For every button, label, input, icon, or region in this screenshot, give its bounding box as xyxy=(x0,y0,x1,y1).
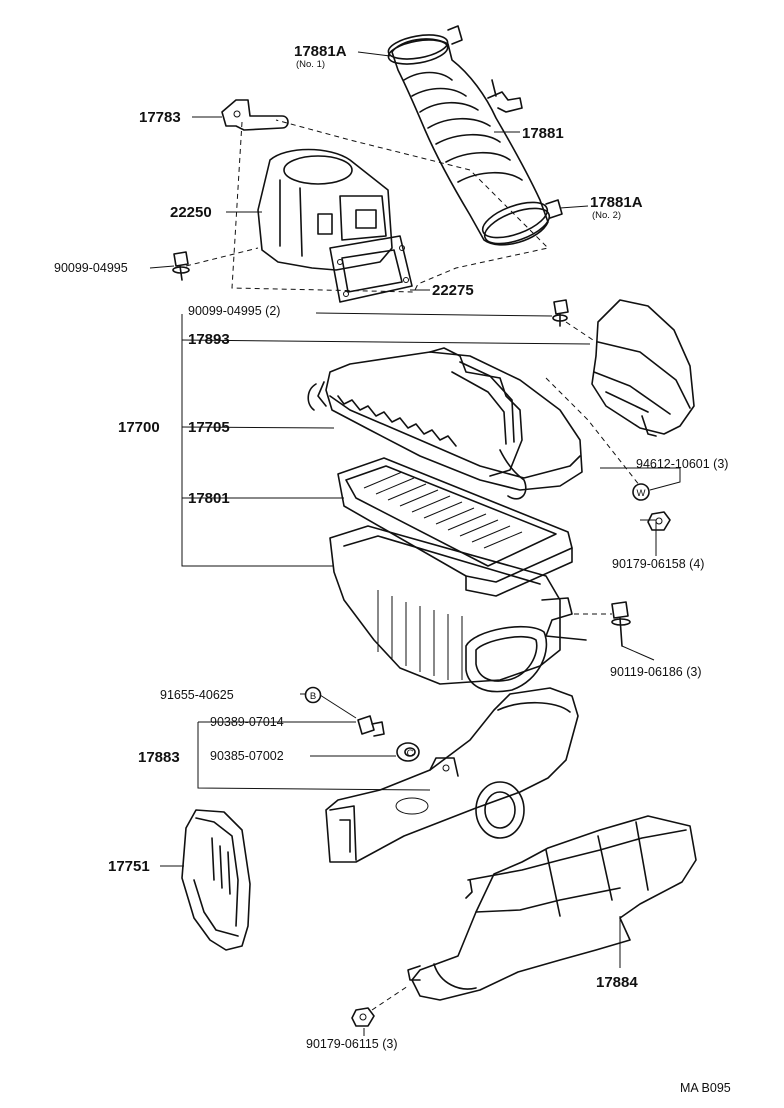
symbol-w: W xyxy=(637,488,646,499)
nut-90179-06158 xyxy=(647,511,671,531)
label-17801: 17801 xyxy=(188,490,230,507)
assembly-outline-meter xyxy=(231,119,550,293)
air-cleaner-cap-17705 xyxy=(307,347,583,500)
resonator-17884 xyxy=(407,815,697,1001)
label-17881A-no2: 17881A xyxy=(590,194,643,211)
label-91655-40625: 91655-40625 xyxy=(160,688,234,702)
label-17881: 17881 xyxy=(522,125,564,142)
duct-17751 xyxy=(181,809,251,951)
label-17883: 17883 xyxy=(138,749,180,766)
label-90119-06186: 90119-06186 (3) xyxy=(610,665,702,679)
air-flow-meter-22250 xyxy=(257,148,393,271)
grommet-90385-07002 xyxy=(396,742,420,762)
symbol-b-circle: B xyxy=(304,686,322,704)
label-17705: 17705 xyxy=(188,419,230,436)
clamp-17881A-no1 xyxy=(387,25,463,65)
inlet-duct xyxy=(325,687,579,863)
label-90179-06158: 90179-06158 (4) xyxy=(612,557,704,571)
air-cleaner-element-17801 xyxy=(337,457,573,597)
nut-90179-06115 xyxy=(351,1007,375,1027)
label-90385-07002: 90385-07002 xyxy=(210,749,284,763)
label-94612-10601: 94612-10601 (3) xyxy=(636,457,728,471)
note-no1: (No. 1) xyxy=(296,59,325,70)
label-17893: 17893 xyxy=(188,331,230,348)
label-17783: 17783 xyxy=(139,109,181,126)
label-17884: 17884 xyxy=(596,974,638,991)
washer-94612-10601: W xyxy=(632,483,650,501)
bolt-90099-04995-side xyxy=(552,299,569,327)
diagram-code: MA B095 xyxy=(680,1081,731,1095)
bolt-90119-06186 xyxy=(611,601,631,647)
label-17700: 17700 xyxy=(118,419,160,436)
label-22275: 22275 xyxy=(432,282,474,299)
label-17881A-no1: 17881A xyxy=(294,43,347,60)
clip-90389-07014 xyxy=(357,715,385,737)
label-90099-04995: 90099-04995 xyxy=(54,261,128,275)
symbol-c: C xyxy=(407,748,414,759)
air-cleaner-case xyxy=(329,525,587,693)
cover-17893 xyxy=(591,299,695,437)
bracket-17783 xyxy=(221,99,289,131)
note-no2: (No. 2) xyxy=(592,210,621,221)
symbol-b: B xyxy=(310,691,316,702)
label-90099-04995-2: 90099-04995 (2) xyxy=(188,304,280,318)
gasket-22275 xyxy=(329,235,413,303)
label-17751: 17751 xyxy=(108,858,150,875)
leader-lines xyxy=(149,51,681,1036)
label-90179-06115: 90179-06115 (3) xyxy=(306,1037,398,1051)
label-90389-07014: 90389-07014 xyxy=(210,715,284,729)
label-22250: 22250 xyxy=(170,204,212,221)
bolt-90099-04995-upper xyxy=(172,251,190,281)
